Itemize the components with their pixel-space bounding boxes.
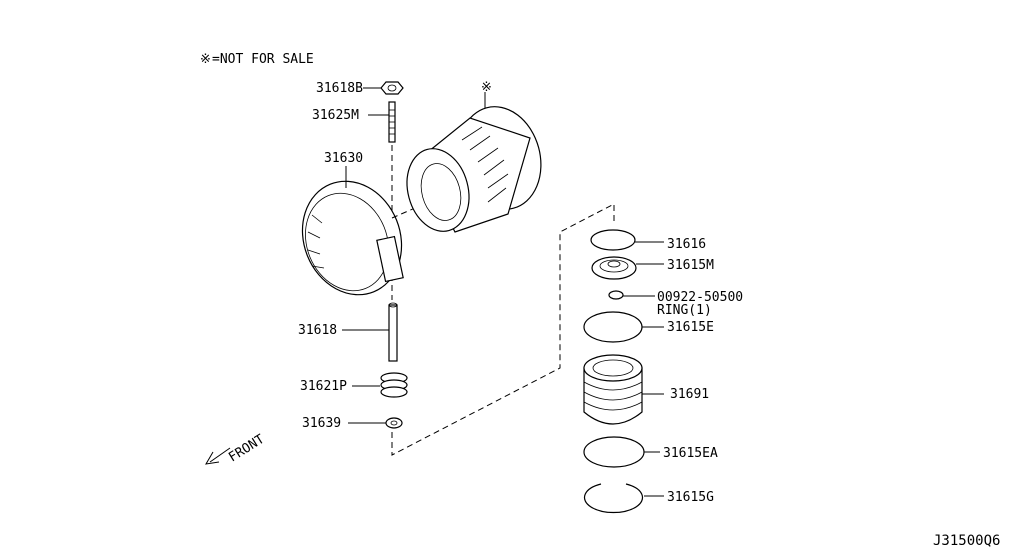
- rod-31618[interactable]: [388, 302, 398, 362]
- label-31615ea[interactable]: 31615EA: [663, 446, 718, 461]
- label-31625m[interactable]: 31625M: [312, 108, 359, 123]
- label-31615g[interactable]: 31615G: [667, 490, 714, 505]
- legend-text: =NOT FOR SALE: [212, 52, 314, 67]
- piston-31691[interactable]: [583, 354, 643, 425]
- drum-assembly[interactable]: [398, 97, 552, 238]
- front-arrow-icon: [205, 447, 231, 465]
- brake-band-31630[interactable]: [286, 166, 418, 310]
- seal-ring-31616[interactable]: [590, 229, 636, 251]
- label-31618[interactable]: 31618: [298, 323, 337, 338]
- label-ring-qty: RING(1): [657, 303, 712, 318]
- label-00922-50500[interactable]: 00922-50500: [657, 290, 743, 305]
- label-31691[interactable]: 31691: [670, 387, 709, 402]
- label-31621p[interactable]: 31621P: [300, 379, 347, 394]
- seal-31615e[interactable]: [583, 311, 643, 343]
- drum-asterisk: ※: [481, 80, 492, 95]
- ring-00922-50500[interactable]: [608, 290, 624, 300]
- label-31615m[interactable]: 31615M: [667, 258, 714, 273]
- legend-symbol: ※: [200, 52, 211, 67]
- label-31639[interactable]: 31639: [302, 416, 341, 431]
- nut-31618b[interactable]: [380, 81, 404, 95]
- washer-31639[interactable]: [385, 417, 403, 429]
- cap-31615m[interactable]: [591, 256, 637, 280]
- label-31615e[interactable]: 31615E: [667, 320, 714, 335]
- dashed-connector: [391, 203, 615, 456]
- snap-ring-31615g[interactable]: [583, 483, 644, 514]
- stud-31625m[interactable]: [388, 101, 396, 143]
- label-31630[interactable]: 31630: [324, 151, 363, 166]
- seal-31615ea[interactable]: [583, 436, 645, 468]
- spring-31621p[interactable]: [380, 372, 408, 398]
- label-31616[interactable]: 31616: [667, 237, 706, 252]
- diagram-code: J31500Q6: [933, 533, 1000, 549]
- front-label: FRONT: [226, 432, 267, 466]
- label-31618b[interactable]: 31618B: [316, 81, 363, 96]
